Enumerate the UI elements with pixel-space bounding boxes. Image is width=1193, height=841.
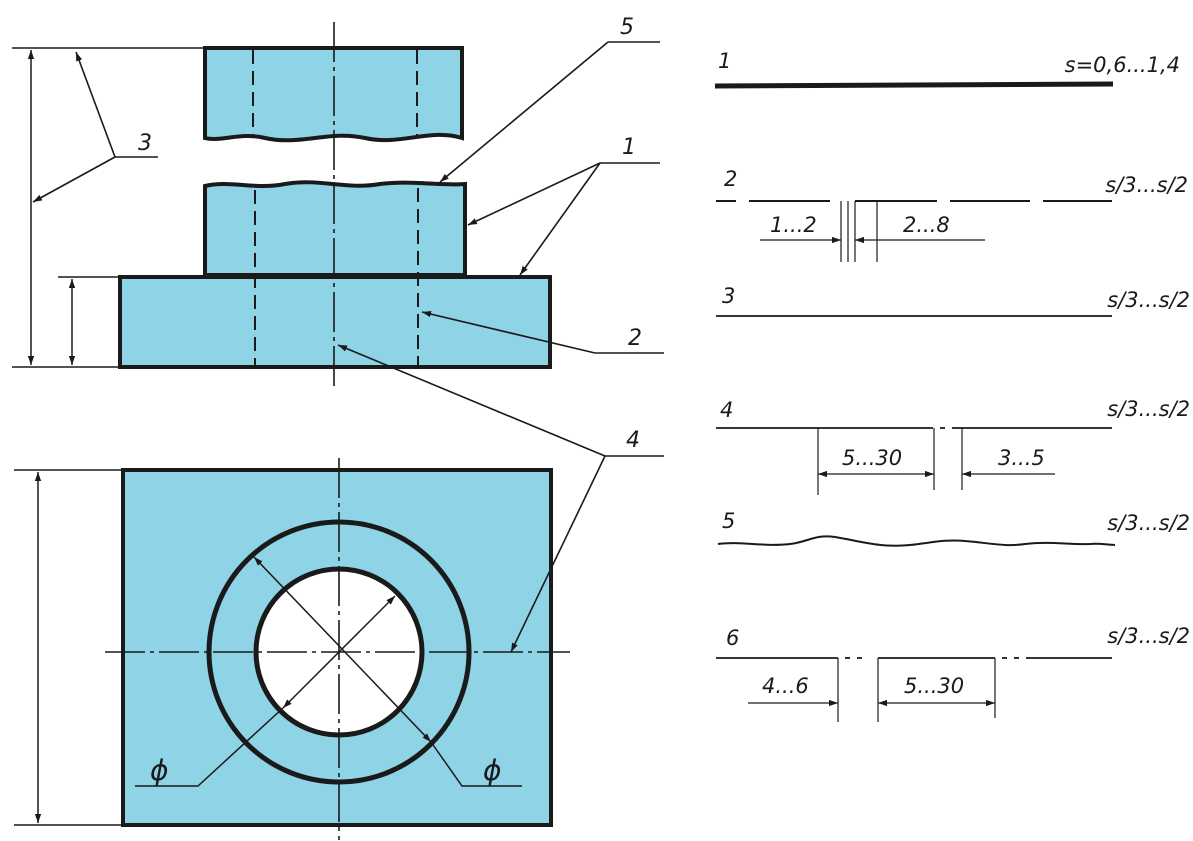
line-thickness-5: s/3...s/2 [1107,511,1190,535]
diameter-symbol-left: ϕ [150,754,168,787]
line-thickness-4: s/3...s/2 [1107,397,1190,421]
line-4-dash-dim: 5...30 [842,446,902,470]
diameter-dimensions [135,556,522,787]
line-types: 1 s=0,6...1,4 2 s/3...s/2 1...2 2. [714,49,1190,722]
callout-1: 1 [622,135,636,160]
line-number-6: 6 [726,626,739,650]
line-thickness-1: s=0,6...1,4 [1065,53,1180,77]
depth-dimension [14,469,123,826]
line-thickness-6: s/3...s/2 [1107,624,1190,648]
line-4-gap-dim: 3...5 [998,446,1045,470]
diameter-symbol-right: ϕ [483,754,501,787]
hidden-lines [252,50,419,365]
callout-2: 2 [628,326,642,351]
line-thickness-3: s/3...s/2 [1107,288,1190,312]
callout-3: 3 [138,131,152,156]
line-type-1: 1 s=0,6...1,4 [714,49,1180,89]
sample-line-5 [717,535,1116,547]
line-number-5: 5 [722,509,735,533]
callout-leaders [32,41,664,653]
line-number-4: 4 [720,398,733,422]
callout-4: 4 [626,428,640,453]
sample-line-1 [714,81,1114,89]
line-thickness-2: s/3...s/2 [1105,173,1188,197]
front-view [12,22,552,388]
line-number-2: 2 [724,167,737,191]
line-type-2: 2 s/3...s/2 1...2 2...8 [716,167,1188,262]
line-6-gap-dim: 4...6 [762,674,809,698]
top-view: ϕ ϕ [14,458,570,840]
line-2-gap-dim: 1...2 [770,213,817,237]
lower-cylinder-part [203,180,467,277]
line-type-6: 6 s/3...s/2 4...6 5...30 [716,624,1190,722]
line-number-3: 3 [722,284,735,308]
line-type-5: 5 s/3...s/2 [717,509,1190,547]
line-type-4: 4 s/3...s/2 5...30 3...5 [716,397,1190,495]
base-plate [118,275,552,369]
callout-5: 5 [620,15,634,40]
line-2-dash-dim: 2...8 [903,213,950,237]
line-6-dash-dim: 5...30 [904,674,964,698]
line-type-3: 3 s/3...s/2 [716,284,1190,317]
line-number-1: 1 [718,49,731,73]
height-dimensions [12,47,205,368]
